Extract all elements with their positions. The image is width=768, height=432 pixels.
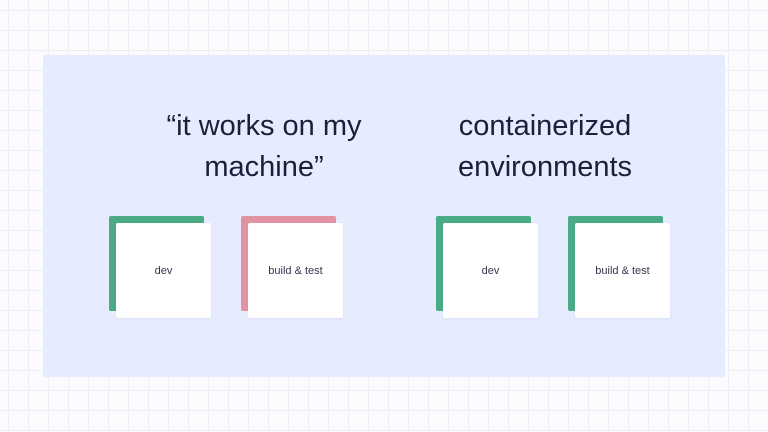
right-build-test-card-label: build & test — [595, 264, 650, 277]
right-build-test-card: build & test — [568, 216, 671, 319]
right-dev-card-label: dev — [481, 264, 500, 277]
right-group-title: containerized environments — [457, 110, 633, 183]
right-dev-card: dev — [436, 216, 539, 319]
left-build-test-card-face: build & test — [248, 223, 343, 318]
left-dev-card-face: dev — [116, 223, 211, 318]
comparison-panel: “it works on my machine” containerized e… — [43, 55, 725, 377]
left-group-title: “it works on my machine” — [166, 110, 362, 183]
right-build-test-card-face: build & test — [575, 223, 670, 318]
right-dev-card-face: dev — [443, 223, 538, 318]
left-dev-card-label: dev — [154, 264, 173, 277]
left-build-test-card: build & test — [241, 216, 344, 319]
left-build-test-card-label: build & test — [268, 264, 323, 277]
left-dev-card: dev — [109, 216, 212, 319]
